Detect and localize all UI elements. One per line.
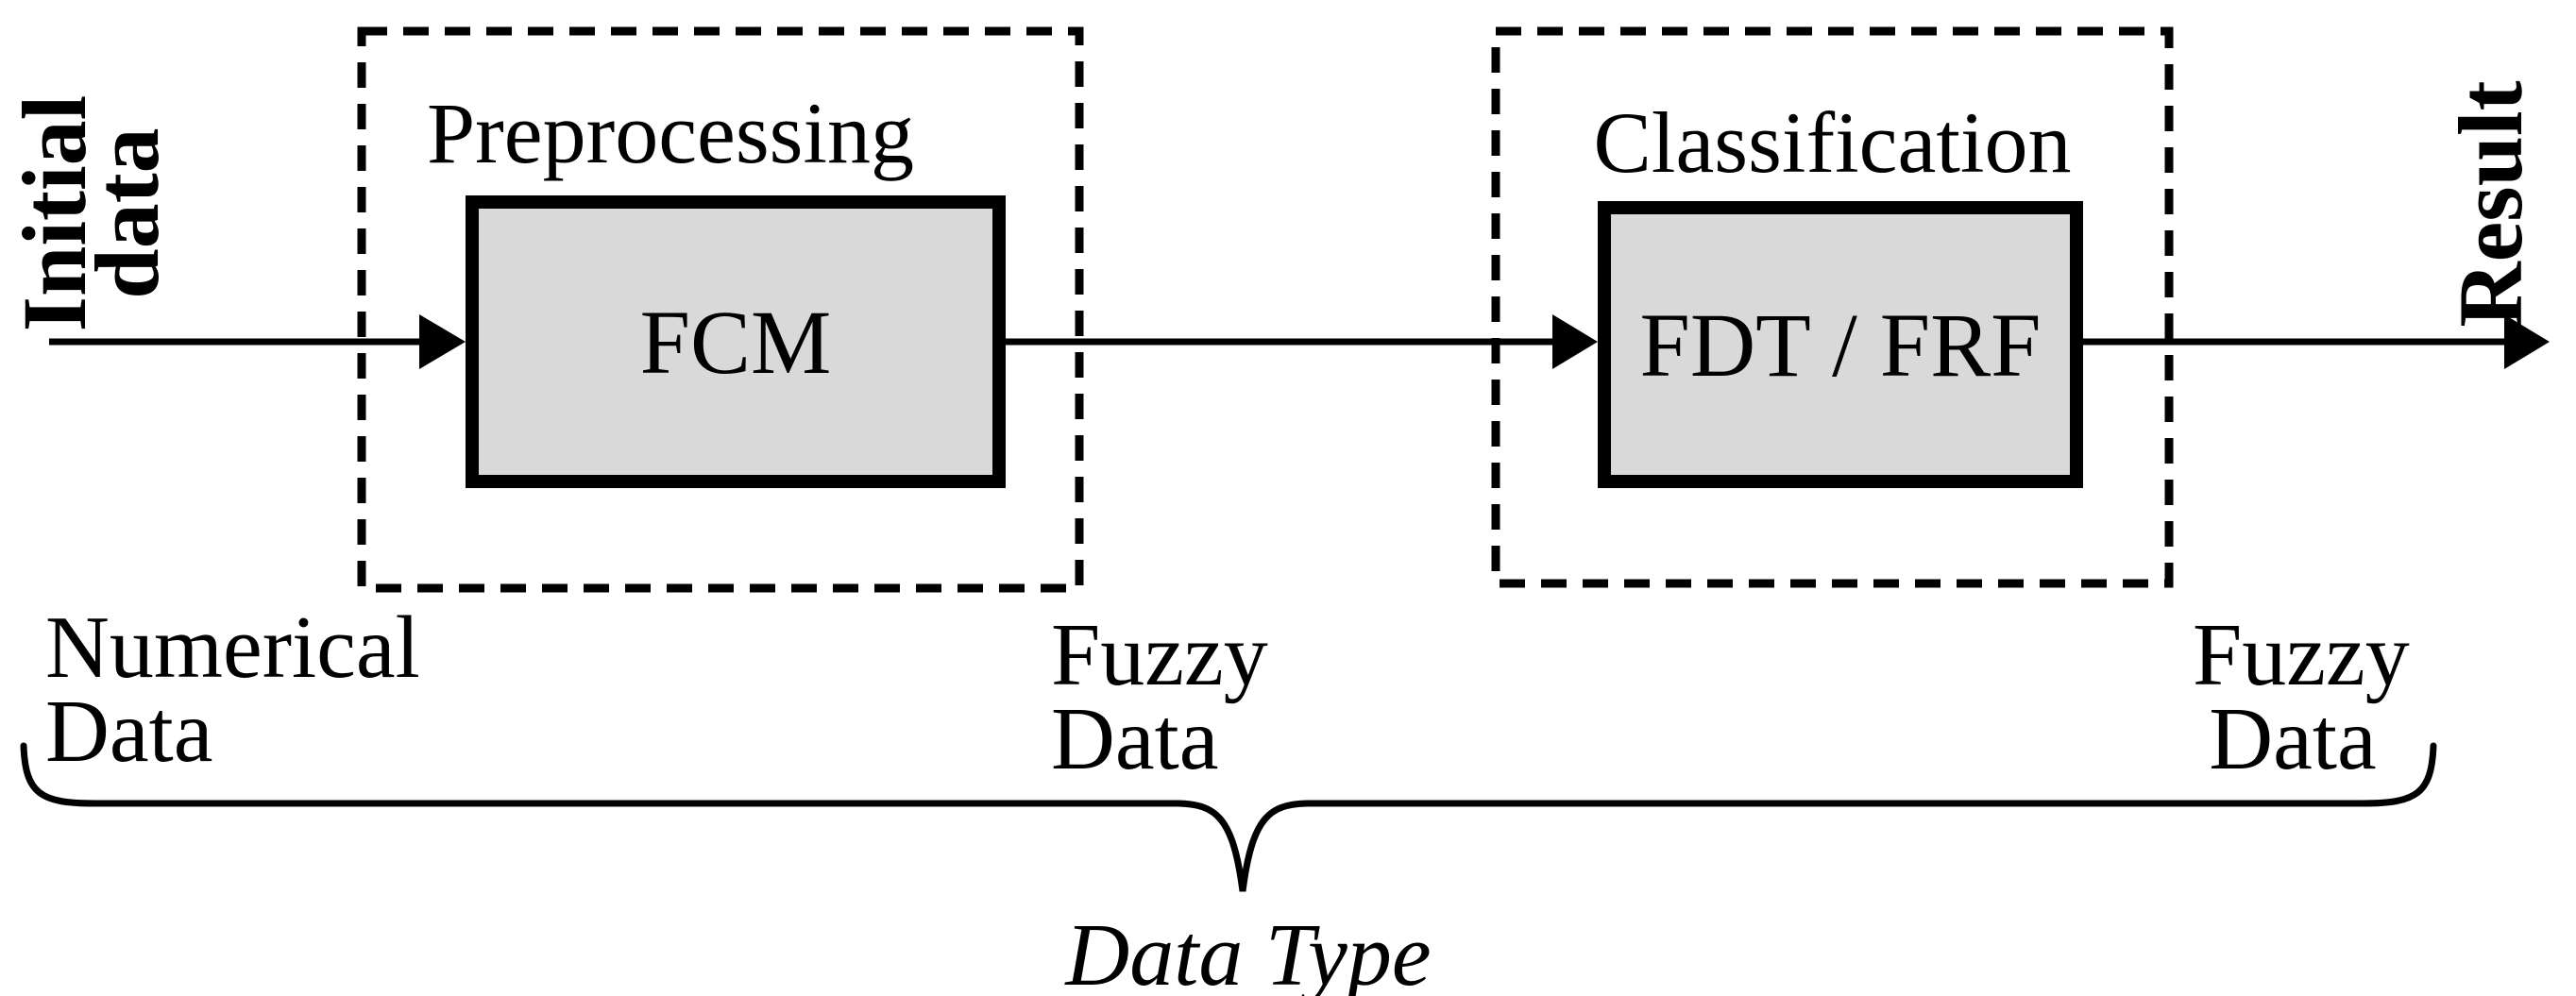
intermediate-arrowhead-icon <box>1552 314 1598 369</box>
numerical-data-line2: Data <box>45 683 213 782</box>
preprocessing-group-outline <box>357 26 1084 593</box>
fuzzy-data-label-output: Fuzzy Data <box>2193 606 2410 789</box>
classification-group-outline <box>1491 26 2174 588</box>
data-type-brace <box>20 742 2437 892</box>
fdt-frf-box <box>1598 201 2083 488</box>
result-label: Result <box>2440 80 2541 328</box>
fuzzy-data-intermediate-line2: Data <box>1051 690 1219 789</box>
fuzzy-data-output-line1: Fuzzy <box>2193 606 2410 704</box>
input-arrow <box>49 314 466 369</box>
fuzzy-data-label-intermediate: Fuzzy Data <box>1051 606 1268 789</box>
fuzzy-data-output-line2: Data <box>2209 690 2377 789</box>
preprocessing-label: Preprocessing <box>426 85 915 181</box>
numerical-data-line1: Numerical <box>45 599 420 697</box>
intermediate-arrow <box>1006 314 1598 369</box>
fcm-box <box>466 195 1006 488</box>
output-arrow <box>2083 314 2550 369</box>
numerical-data-label: Numerical Data <box>45 599 420 782</box>
fdt-frf-label: FDT / FRF <box>1639 294 2042 396</box>
fcm-label: FCM <box>639 291 832 393</box>
initial-data-label: Initial data <box>4 86 178 341</box>
data-type-label: Data Type <box>1065 906 1432 996</box>
input-arrowhead-icon <box>419 314 466 369</box>
output-arrowhead-icon <box>2504 314 2550 369</box>
fuzzy-data-intermediate-line1: Fuzzy <box>1051 606 1268 704</box>
classification-label: Classification <box>1593 94 2072 191</box>
